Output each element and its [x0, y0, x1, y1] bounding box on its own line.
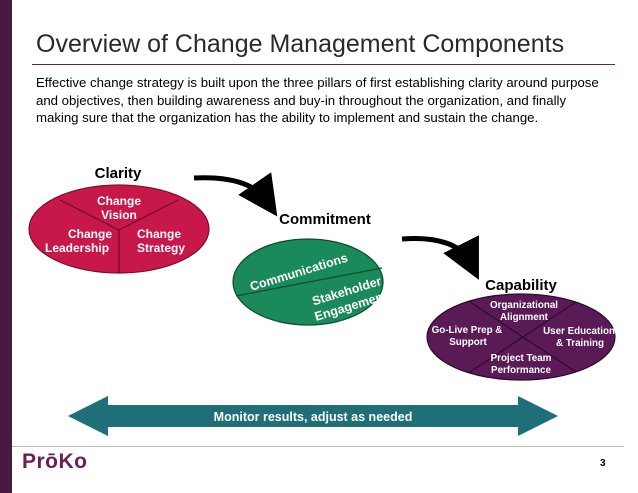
clarity-heading: Clarity [95, 165, 142, 182]
capability-alignment-label: Alignment [500, 312, 549, 323]
monitor-label: Monitor results, adjust as needed [214, 410, 413, 424]
title-divider [32, 64, 615, 65]
clarity-divider [118, 199, 179, 231]
clarity-strategy-label: Strategy [137, 241, 185, 255]
slide-title: Overview of Change Management Components [36, 30, 565, 58]
flow-arrow-clarity-to-commitment [193, 172, 278, 217]
flow-arrow-commitment-to-capability [401, 235, 479, 280]
capability-ellipse [426, 293, 616, 381]
capability-education-label: & Training [556, 338, 604, 349]
footer-divider [12, 446, 624, 447]
capability-group: Capability Organizational Alignment Go-L… [426, 277, 616, 381]
capability-education-label: User Education [543, 326, 615, 337]
commitment-heading: Commitment [279, 211, 371, 228]
commitment-group: Commitment Communications Stakeholder En… [232, 211, 390, 326]
clarity-vision-label: Change [97, 194, 141, 208]
capability-divider [469, 301, 577, 373]
monitor-double-arrow [68, 396, 558, 436]
capability-golive-label: Support [449, 337, 487, 348]
capability-performance-label: Project Team [491, 353, 552, 364]
commitment-divider [235, 267, 383, 297]
clarity-group: Clarity Change Vision Change Leadership … [28, 165, 210, 274]
capability-performance-label: Performance [491, 365, 551, 376]
clarity-vision-label: Vision [101, 208, 137, 222]
page-number: 3 [600, 458, 606, 469]
monitor-arrow-group: Monitor results, adjust as needed [68, 396, 558, 436]
left-accent-bar [0, 0, 12, 493]
capability-heading: Capability [485, 277, 557, 294]
clarity-strategy-label: Change [137, 227, 181, 241]
clarity-divider [59, 199, 120, 231]
capability-golive-label: Go-Live Prep & [432, 325, 503, 336]
clarity-leadership-label: Leadership [45, 241, 109, 255]
proko-logo: PrōKo [22, 450, 88, 473]
intro-paragraph: Effective change strategy is built upon … [36, 75, 599, 125]
capability-alignment-label: Organizational [490, 300, 558, 311]
clarity-leadership-label: Change [68, 227, 112, 241]
